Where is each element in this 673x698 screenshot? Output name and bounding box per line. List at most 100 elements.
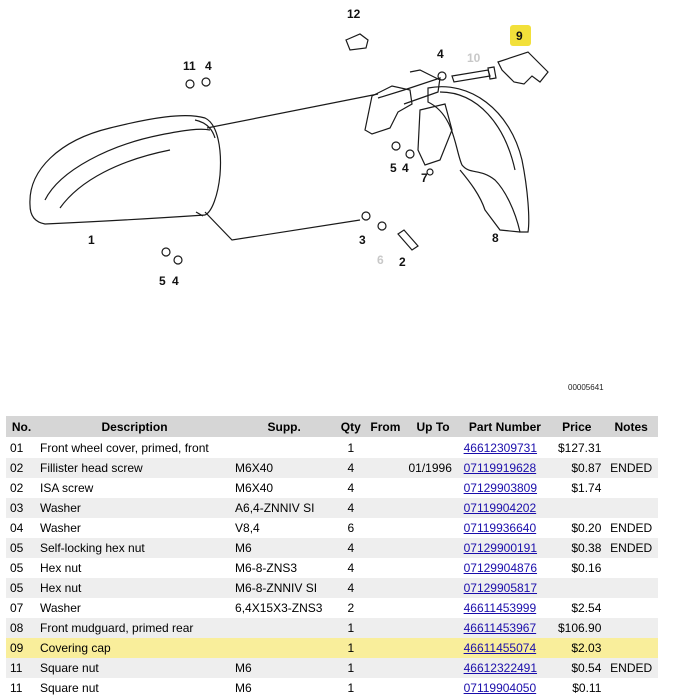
cell-up-to (405, 478, 461, 498)
cell-notes: ENDED (604, 538, 658, 558)
cell-price: $0.16 (549, 558, 605, 578)
part-number-link[interactable]: 46611453967 (463, 621, 537, 635)
callout-12[interactable]: 12 (347, 7, 361, 21)
cell-price (549, 498, 605, 518)
cell-price: $1.74 (549, 478, 605, 498)
cell-notes (604, 498, 658, 518)
callout-9[interactable]: 9 (516, 29, 523, 43)
cell-notes: ENDED (604, 658, 658, 678)
callout-highlight (510, 25, 531, 46)
part-number-link[interactable]: 46612322491 (463, 661, 538, 675)
callout-4[interactable]: 4 (437, 47, 444, 61)
cell-from (365, 558, 406, 578)
cell-up-to (405, 518, 461, 538)
callout-8[interactable]: 8 (492, 231, 499, 245)
header-col-qty: Qty (336, 416, 366, 438)
part-number-link[interactable]: 46611455074 (463, 641, 537, 655)
callout-4c[interactable]: 4 (402, 161, 409, 175)
cell-qty: 1 (336, 678, 366, 698)
cell-price: $0.11 (549, 678, 605, 698)
cell-supp: M6 (232, 538, 337, 558)
cell-description: Washer (37, 498, 233, 518)
cell-from (365, 478, 406, 498)
cell-part-number: 07119919628 (460, 458, 550, 478)
part-number-link[interactable]: 46611453999 (463, 601, 537, 615)
cell-no: 03 (6, 498, 37, 518)
callout-6[interactable]: 6 (377, 253, 384, 267)
callout-4b[interactable]: 4 (205, 59, 212, 73)
part-number-link[interactable]: 07129900191 (463, 541, 538, 555)
diagram-linework (29, 33, 549, 265)
part-number-link[interactable]: 07119904202 (463, 501, 537, 515)
part-number-link[interactable]: 07119936640 (463, 521, 537, 535)
header-col-notes: Notes (604, 416, 658, 438)
part-number-link[interactable]: 07129905817 (463, 581, 538, 595)
cell-from (365, 638, 406, 658)
callout-4d[interactable]: 4 (172, 274, 179, 288)
cell-up-to (405, 538, 461, 558)
cell-price: $0.38 (549, 538, 605, 558)
callout-10[interactable]: 10 (467, 51, 481, 65)
header-col-supp: Supp. (232, 416, 337, 438)
cell-notes (604, 578, 658, 598)
cell-description: Square nut (37, 678, 233, 698)
callout-7[interactable]: 7 (421, 171, 428, 185)
cell-part-number: 07119936640 (460, 518, 550, 538)
cell-supp (232, 437, 337, 458)
callout-3[interactable]: 3 (359, 233, 366, 247)
cell-up-to (405, 498, 461, 518)
cell-qty: 6 (336, 518, 366, 538)
cell-from (365, 618, 406, 638)
cell-description: Square nut (37, 658, 233, 678)
part-number-link[interactable]: 46612309731 (463, 441, 538, 455)
cell-no: 08 (6, 618, 37, 638)
cell-supp: A6,4-ZNNIV SI (232, 498, 337, 518)
cell-qty: 4 (336, 478, 366, 498)
cell-supp (232, 618, 337, 638)
cell-description: Washer (37, 598, 233, 618)
cell-from (365, 598, 406, 618)
part-number-link[interactable]: 07119919628 (463, 461, 537, 475)
part-number-link[interactable]: 07129903809 (463, 481, 538, 495)
cell-no: 02 (6, 458, 37, 478)
cell-no: 11 (6, 678, 37, 698)
part-number-link[interactable]: 07119904050 (463, 681, 537, 695)
callout-5b[interactable]: 5 (159, 274, 166, 288)
cell-no: 01 (6, 437, 37, 458)
cell-price: $0.87 (549, 458, 605, 478)
cell-price: $127.31 (549, 437, 605, 458)
cell-up-to (405, 437, 461, 458)
callout-11[interactable]: 11 (183, 59, 196, 73)
cell-no: 09 (6, 638, 37, 658)
cell-supp (232, 638, 337, 658)
cell-from (365, 498, 406, 518)
cell-notes: ENDED (604, 518, 658, 538)
header-col-part-number: Part Number (460, 416, 550, 438)
cell-qty: 2 (336, 598, 366, 618)
header-col-description: Description (37, 416, 233, 438)
cell-no: 04 (6, 518, 37, 538)
cell-no: 05 (6, 558, 37, 578)
callout-2[interactable]: 2 (399, 255, 406, 269)
part-number-link[interactable]: 07129904876 (463, 561, 538, 575)
cell-supp: V8,4 (232, 518, 337, 538)
callout-5[interactable]: 5 (390, 161, 397, 175)
cell-notes (604, 437, 658, 458)
cell-from (365, 437, 406, 458)
cell-supp: M6 (232, 658, 337, 678)
callout-1[interactable]: 1 (88, 233, 95, 247)
cell-from (365, 678, 406, 698)
